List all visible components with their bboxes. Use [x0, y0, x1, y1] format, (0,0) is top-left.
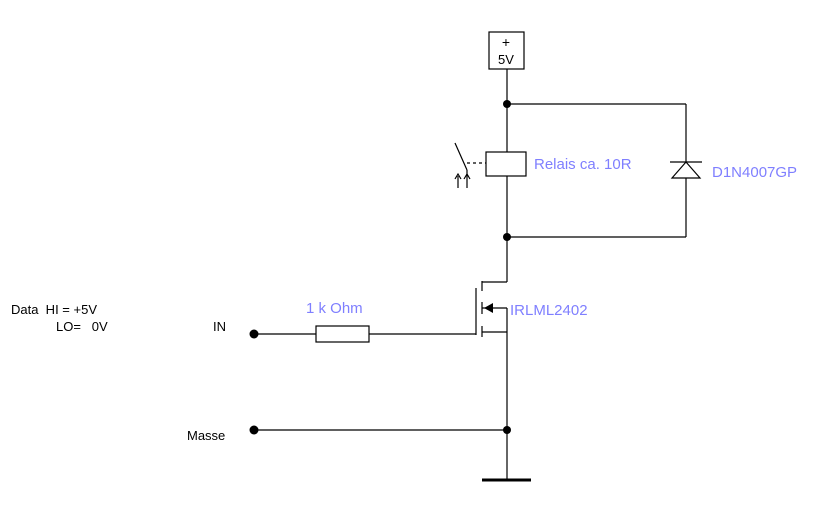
terminal-in-label: IN [213, 319, 226, 334]
terminal-masse-label: Masse [187, 428, 225, 443]
mosfet-symbol [475, 281, 507, 337]
data-note-line2: LO= 0V [56, 319, 108, 334]
mosfet-label: IRLML2402 [510, 302, 588, 319]
resistor-symbol [315, 325, 370, 343]
supply-5v: + 5V [488, 31, 525, 70]
terminal-in [249, 329, 259, 339]
junction-top [503, 100, 511, 108]
supply-voltage-label: 5V [498, 52, 514, 67]
diode-symbol [670, 161, 702, 179]
relay-coil [454, 142, 527, 188]
relay-label: Relais ca. 10R [534, 156, 632, 173]
junction-mid [503, 233, 511, 241]
diode-label: D1N4007GP [712, 164, 797, 181]
terminal-masse [249, 425, 259, 435]
data-note-line1: Data HI = +5V [11, 302, 97, 317]
resistor-label: 1 k Ohm [306, 300, 363, 317]
supply-plus-sign: + [502, 34, 510, 50]
